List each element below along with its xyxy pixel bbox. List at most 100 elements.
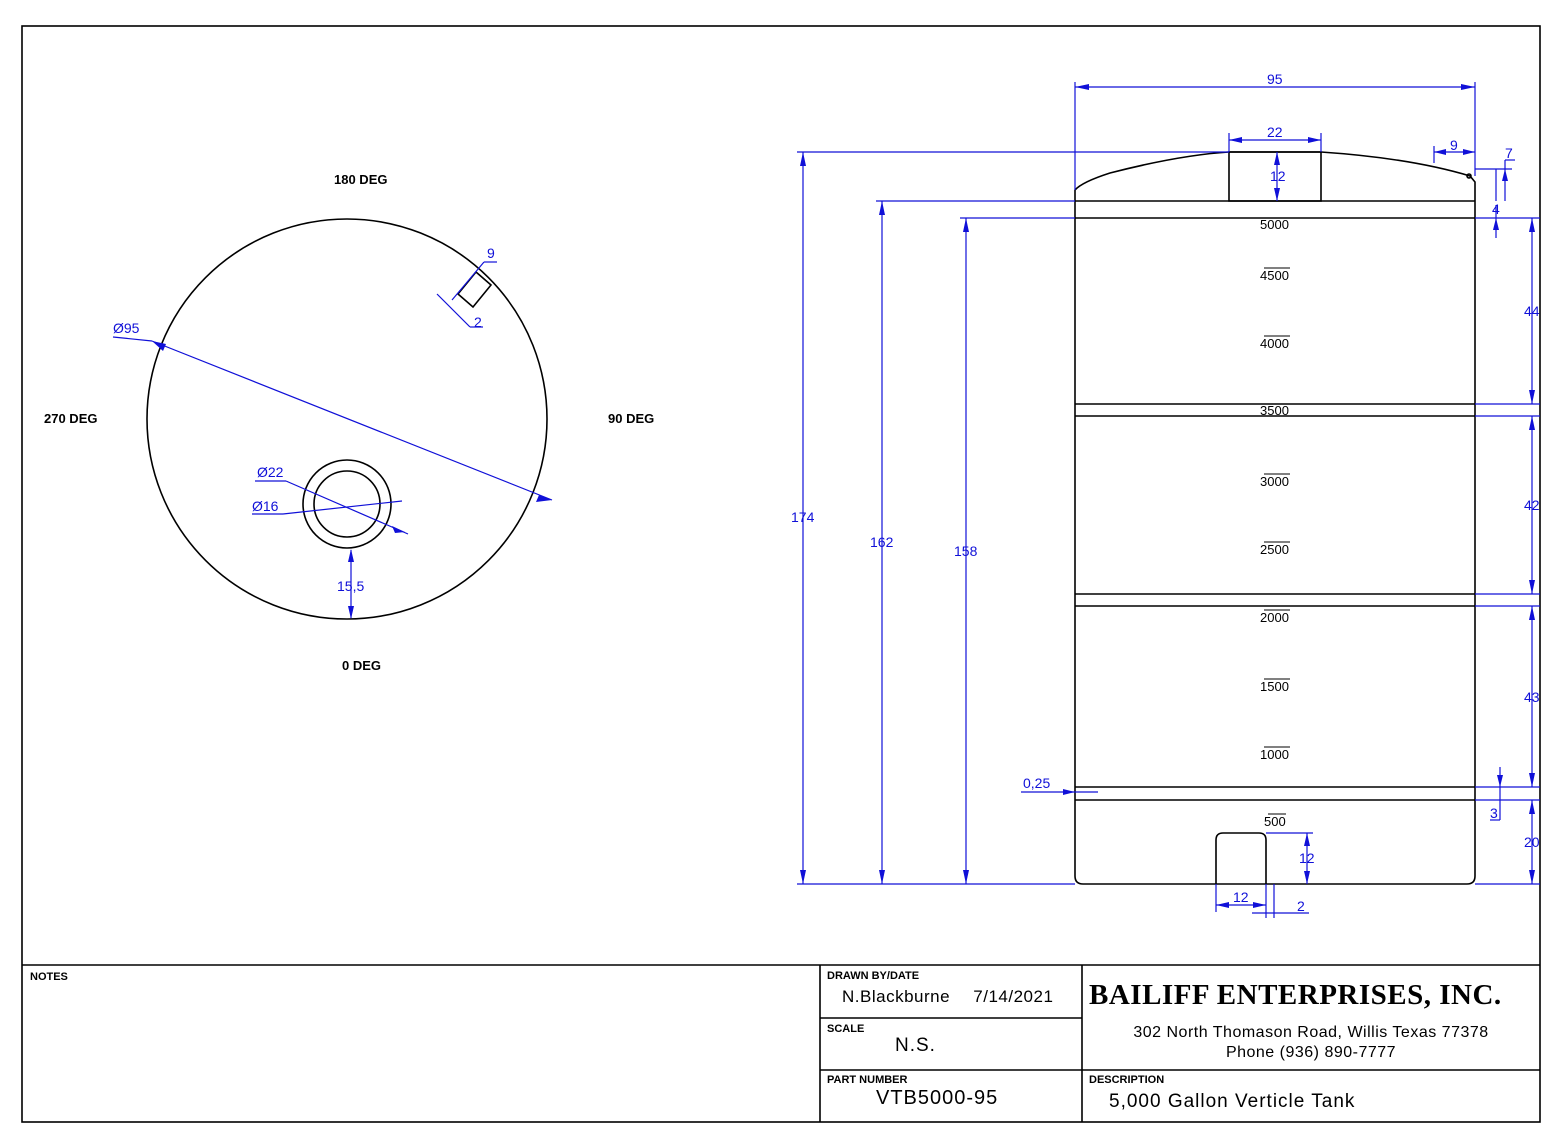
- width-label: 95: [1267, 71, 1283, 87]
- manway-rectangle: [1228, 151, 1322, 202]
- width-arrow-right: [1461, 84, 1475, 90]
- vent-height-arrow: [1502, 169, 1508, 181]
- orientation-left-label: 270 DEG: [44, 411, 97, 426]
- manway-height-arrow-bottom: [1274, 188, 1280, 201]
- diameter-arrow-left: [152, 341, 166, 351]
- outlet-width-arrow-left: [1216, 902, 1229, 908]
- description-label: DESCRIPTION: [1089, 1074, 1165, 1086]
- phone-line: Phone (936) 890-7777: [1225, 1044, 1397, 1061]
- manway-height-label: 12: [1270, 168, 1286, 184]
- gauge-tick-bars: [1264, 267, 1290, 815]
- manway-offset-arrow-top: [348, 549, 354, 562]
- gauge-mark: 1500: [1260, 679, 1289, 694]
- overall-height-label: 174: [791, 509, 815, 525]
- rib-arrow: [1497, 775, 1503, 787]
- manway-inner-label: Ø16: [252, 498, 279, 514]
- vent-offset-label: 2: [474, 314, 482, 330]
- band3-arrow-top: [1529, 606, 1535, 620]
- diameter-label: Ø95: [113, 320, 140, 336]
- vent-dot: [1466, 173, 1472, 179]
- gauge-mark: 500: [1264, 814, 1286, 829]
- part-number-value: VTB5000-95: [876, 1087, 999, 1109]
- diameter-arrow-right: [536, 495, 552, 502]
- address-line: 302 North Thomason Road, Willis Texas 77…: [1133, 1024, 1489, 1041]
- gauge-height-arrow-bottom: [963, 870, 969, 884]
- manway-width-arrow-right: [1308, 137, 1321, 143]
- base-arrow-bottom: [1529, 870, 1535, 884]
- drawn-by-label: DRAWN BY/DATE: [827, 970, 920, 982]
- manway-height-arrow-top: [1274, 152, 1280, 165]
- description-value: 5,000 Gallon Verticle Tank: [1109, 1091, 1356, 1112]
- band1-label: 44: [1524, 303, 1540, 319]
- diameter-leader: [112, 336, 153, 342]
- band1-arrow-bottom: [1529, 390, 1535, 404]
- outlet-width-label: 12: [1233, 889, 1249, 905]
- gauge-mark: 4500: [1260, 268, 1289, 283]
- gauge-mark: 1000: [1260, 747, 1289, 762]
- vent-height-label: 7: [1505, 145, 1513, 161]
- scale-value: N.S.: [895, 1035, 936, 1056]
- shoulder-height-label: 162: [870, 534, 894, 550]
- gauge-height-arrow-top: [963, 218, 969, 232]
- shoulder-height-arrow-top: [879, 201, 885, 215]
- tank-bottom: [1074, 875, 1476, 885]
- gauge-mark: 2500: [1260, 542, 1289, 557]
- overall-height-arrow-top: [800, 152, 806, 166]
- vent-width-arrow-left: [1434, 149, 1446, 155]
- gauge-mark: 3000: [1260, 474, 1289, 489]
- gauge-marks: 5000 4500 4000 3500 3000 2500 2000 1500 …: [1260, 217, 1289, 829]
- notes-label: NOTES: [30, 971, 68, 983]
- vent-width-label: 9: [1450, 137, 1458, 153]
- overall-height-arrow-bottom: [800, 870, 806, 884]
- band3-label: 43: [1524, 689, 1540, 705]
- vent-width-label: 9: [487, 245, 495, 261]
- scale-label: SCALE: [827, 1023, 865, 1035]
- company-name: BAILIFF ENTERPRISES, INC.: [1089, 979, 1502, 1011]
- top-gap-arrow: [1493, 218, 1499, 230]
- gauge-mark: 4000: [1260, 336, 1289, 351]
- diameter-dimension-line: [151, 340, 553, 501]
- company-address: 302 North Thomason Road, Willis Texas 77…: [1082, 1024, 1540, 1062]
- band2-arrow-top: [1529, 416, 1535, 430]
- outlet-fitting: [1215, 832, 1267, 884]
- wall-arrow: [1063, 789, 1075, 795]
- drawn-by-value: N.Blackburne 7/14/2021: [842, 987, 1053, 1007]
- wall-label: 0,25: [1023, 775, 1050, 791]
- manway-offset-label: 15,5: [337, 578, 364, 594]
- vent-offset-dimension: [436, 293, 471, 328]
- manway-inner-dimension: [282, 500, 403, 515]
- drawn-by-name: N.Blackburne: [842, 987, 951, 1006]
- top-gap-label: 4: [1492, 201, 1500, 217]
- tank-dome: [1074, 151, 1476, 201]
- outlet-height-arrow-bottom: [1304, 871, 1310, 884]
- width-arrow-left: [1075, 84, 1089, 90]
- base-label: 20: [1524, 834, 1540, 850]
- rib-label: 3: [1490, 805, 1498, 821]
- part-number-label: PART NUMBER: [827, 1074, 908, 1086]
- manway-outer-arrow: [392, 526, 405, 533]
- gauge-mark: 3500: [1260, 403, 1289, 418]
- tank-outline-circle: [146, 218, 548, 620]
- outlet-width-arrow-right: [1253, 902, 1266, 908]
- gauge-mark: 2000: [1260, 610, 1289, 625]
- manway-offset-arrow-bottom: [348, 606, 354, 619]
- shoulder-height-arrow-bottom: [879, 870, 885, 884]
- plan-view: 180 DEG 90 DEG 0 DEG 270 DEG Ø95 9 2 Ø22…: [44, 172, 654, 673]
- orientation-right-label: 90 DEG: [608, 411, 654, 426]
- orientation-top-label: 180 DEG: [334, 172, 387, 187]
- manway-width-arrow-left: [1229, 137, 1242, 143]
- orientation-bottom-label: 0 DEG: [342, 658, 381, 673]
- band2-arrow-bottom: [1529, 580, 1535, 594]
- vent-width-arrow-right: [1463, 149, 1475, 155]
- base-arrow-top: [1529, 800, 1535, 814]
- manway-width-label: 22: [1267, 124, 1283, 140]
- elevation-view: 5000 4500 4000 3500 3000 2500 2000 1500 …: [791, 71, 1540, 918]
- manway-outer-label: Ø22: [257, 464, 284, 480]
- vent-rectangle: [456, 270, 493, 309]
- band3-arrow-bottom: [1529, 773, 1535, 787]
- vent-width-dimension: [451, 261, 485, 301]
- outlet-height-arrow-top: [1304, 833, 1310, 846]
- drawing-border: [21, 25, 1541, 1123]
- manway-outer-circle: [302, 459, 392, 549]
